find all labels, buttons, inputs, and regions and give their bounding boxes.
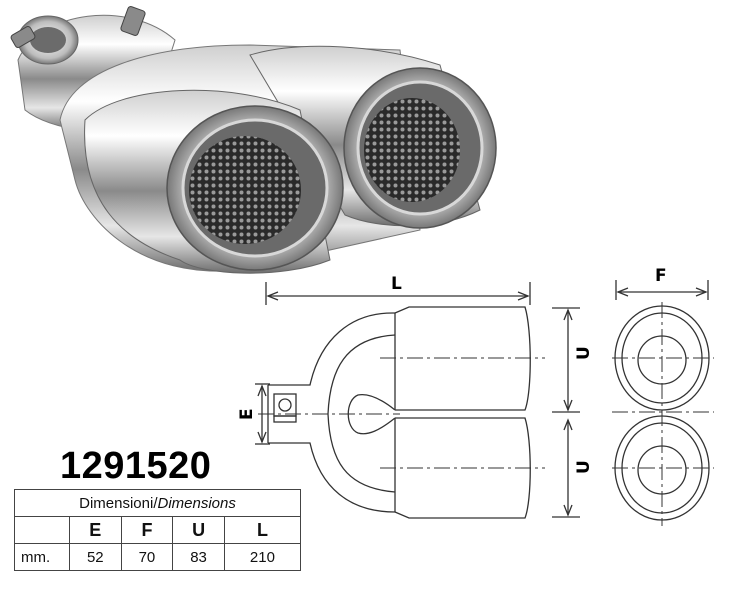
label-f: F (655, 266, 667, 286)
table-title-en: Dimensions (157, 494, 236, 512)
clamp-bolt (278, 398, 292, 412)
table-header-l: L (223, 516, 302, 544)
front-view-drawing (612, 280, 714, 526)
dimensions-table: Dimensioni/Dimensions E F U L mm. 52 70 … (14, 489, 302, 571)
table-value-u: 83 (172, 543, 225, 571)
right-outlet (343, 67, 497, 229)
table-title-row: Dimensioni/Dimensions (14, 489, 301, 517)
table-value-f: 70 (120, 543, 174, 571)
clamp-block (273, 393, 297, 417)
table-title-it: Dimensioni/ (79, 494, 158, 512)
product-code: 1291520 (60, 445, 212, 487)
table-row: mm. 52 70 83 210 (14, 543, 302, 571)
y-pipe-outer-top (268, 312, 396, 386)
label-u-bottom: U (574, 460, 594, 474)
table-header-f: F (120, 516, 174, 544)
side-view-drawing (255, 282, 580, 519)
table-value-l: 210 (223, 543, 302, 571)
label-e: E (237, 408, 257, 420)
table-header-row: E F U L (14, 516, 302, 544)
y-pipe-outer-bottom (268, 442, 396, 513)
table-header-u: U (172, 516, 225, 544)
label-u-top: U (574, 346, 594, 360)
lower-outlet-body (394, 417, 531, 519)
table-value-e: 52 (69, 543, 122, 571)
l-arrow-left (266, 291, 279, 301)
upper-outlet-body (394, 306, 531, 411)
table-header-blank (14, 516, 70, 544)
l-arrow-right (517, 291, 530, 301)
exhaust-photo (10, 6, 497, 274)
label-l: L (391, 274, 402, 294)
table-header-e: E (69, 516, 122, 544)
left-outlet (166, 105, 344, 271)
table-unit: mm. (14, 543, 70, 571)
table-title: Dimensioni/Dimensions (14, 489, 301, 517)
